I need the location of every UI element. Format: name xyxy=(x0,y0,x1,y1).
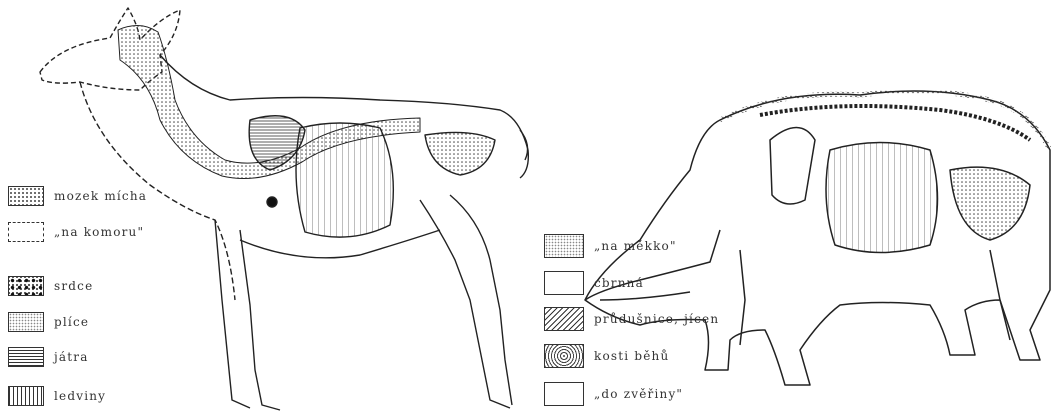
deer-heart-spot xyxy=(267,197,277,207)
boar-shoulder xyxy=(770,128,815,205)
deer-front-leg-2 xyxy=(240,230,280,410)
legend-swatch-brain-spine xyxy=(8,186,44,206)
legend-item: srdce xyxy=(8,276,93,296)
boar-front-leg xyxy=(740,250,745,345)
legend-swatch-liver xyxy=(8,347,44,367)
boar-organ xyxy=(950,167,1030,240)
legend-label: plíce xyxy=(54,315,89,329)
deer-front-leg-1 xyxy=(215,220,250,408)
legend-item: kosti běhů xyxy=(544,344,669,368)
legend-swatch-plain-2 xyxy=(544,382,584,406)
legend-label: mozek mícha xyxy=(54,189,147,203)
legend-item: „do zvěřiny" xyxy=(544,382,683,406)
legend-item: ledviny xyxy=(8,386,106,406)
legend-item: „na komoru" xyxy=(8,222,144,242)
legend-item: cbrnná xyxy=(544,271,644,295)
legend-item: průdušnice, jícen xyxy=(544,307,719,331)
legend-label: „na komoru" xyxy=(54,225,144,239)
legend-item: plíce xyxy=(8,312,89,332)
deer-drawing xyxy=(40,8,528,410)
legend-swatch-chamber xyxy=(8,222,44,242)
deer-lungs xyxy=(296,123,393,237)
boar-hind-leg xyxy=(990,250,1010,340)
boar-ribs xyxy=(826,143,938,253)
legend-item: „na měkko" xyxy=(544,234,677,258)
deer-hind-leg-2 xyxy=(450,195,512,405)
boar-spine xyxy=(760,106,1030,140)
deer-hind-leg-1 xyxy=(420,200,510,408)
legend-swatch-plain-1 xyxy=(544,271,584,295)
legend-label: ledviny xyxy=(54,389,106,403)
legend-label: srdce xyxy=(54,279,93,293)
legend-swatch-leg-bones xyxy=(544,344,584,368)
legend-item: mozek mícha xyxy=(8,186,147,206)
legend-label: cbrnná xyxy=(594,276,644,290)
legend-label: játra xyxy=(54,350,89,364)
legend-label: „na měkko" xyxy=(594,239,677,253)
legend-label: kosti běhů xyxy=(594,349,669,363)
legend-swatch-trachea xyxy=(544,307,584,331)
legend-label: „do zvěřiny" xyxy=(594,387,683,401)
deer-kidney xyxy=(425,132,495,175)
legend-swatch-lungs xyxy=(8,312,44,332)
legend-swatch-kidneys xyxy=(8,386,44,406)
legend-swatch-soft xyxy=(544,234,584,258)
legend-item: játra xyxy=(8,347,89,367)
legend-swatch-heart xyxy=(8,276,44,296)
legend-label: průdušnice, jícen xyxy=(594,312,719,326)
